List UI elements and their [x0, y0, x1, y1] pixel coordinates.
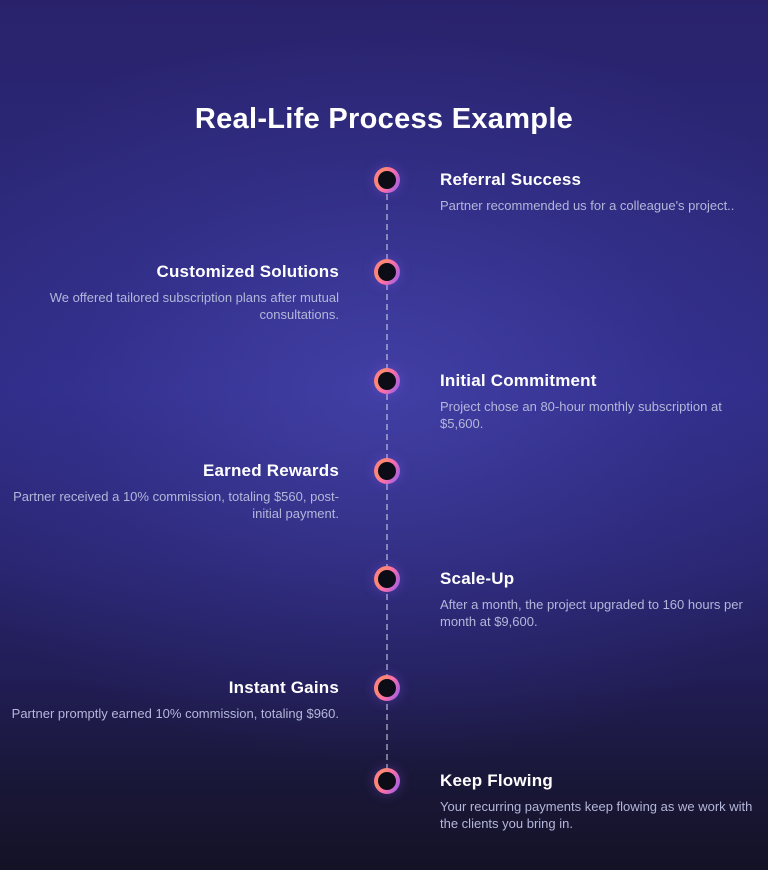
- timeline-item-description: Project chose an 80-hour monthly subscri…: [440, 399, 722, 431]
- timeline-item-title: Referral Success: [440, 170, 582, 189]
- page-title: Real-Life Process Example: [194, 103, 574, 136]
- timeline-item: Initial Commitment Project chose an 80-h…: [440, 369, 762, 432]
- timeline-node-icon: [374, 458, 400, 484]
- timeline-item-description: Your recurring payments keep flowing as …: [440, 799, 753, 831]
- timeline-item-description: Partner received a 10% commission, total…: [13, 489, 339, 521]
- timeline-item-description: Partner promptly earned 10% commission, …: [11, 706, 339, 721]
- timeline-item-title: Keep Flowing: [440, 771, 553, 790]
- timeline-item: Customized Solutions We offered tailored…: [7, 260, 339, 323]
- timeline-item-title: Instant Gains: [228, 678, 339, 697]
- timeline-item-title: Initial Commitment: [440, 371, 597, 390]
- timeline-node-icon: [374, 167, 400, 193]
- timeline-item: Scale-Up After a month, the project upgr…: [440, 567, 762, 630]
- timeline-item: Instant Gains Partner promptly earned 10…: [7, 676, 339, 722]
- timeline-item-description: After a month, the project upgraded to 1…: [440, 597, 743, 629]
- timeline-item-description: We offered tailored subscription plans a…: [49, 290, 339, 322]
- timeline-item-description: Partner recommended us for a colleague's…: [440, 198, 735, 213]
- timeline-node-icon: [374, 566, 400, 592]
- timeline-item-title: Scale-Up: [440, 569, 515, 588]
- timeline-item-title: Customized Solutions: [156, 262, 339, 281]
- timeline-item: Keep Flowing Your recurring payments kee…: [440, 769, 762, 832]
- timeline-item: Referral Success Partner recommended us …: [440, 168, 762, 214]
- timeline-item: Earned Rewards Partner received a 10% co…: [7, 459, 339, 522]
- timeline-item-title: Earned Rewards: [202, 461, 339, 480]
- timeline-node-icon: [374, 675, 400, 701]
- timeline-node-icon: [374, 259, 400, 285]
- timeline-node-icon: [374, 368, 400, 394]
- timeline-node-icon: [374, 768, 400, 794]
